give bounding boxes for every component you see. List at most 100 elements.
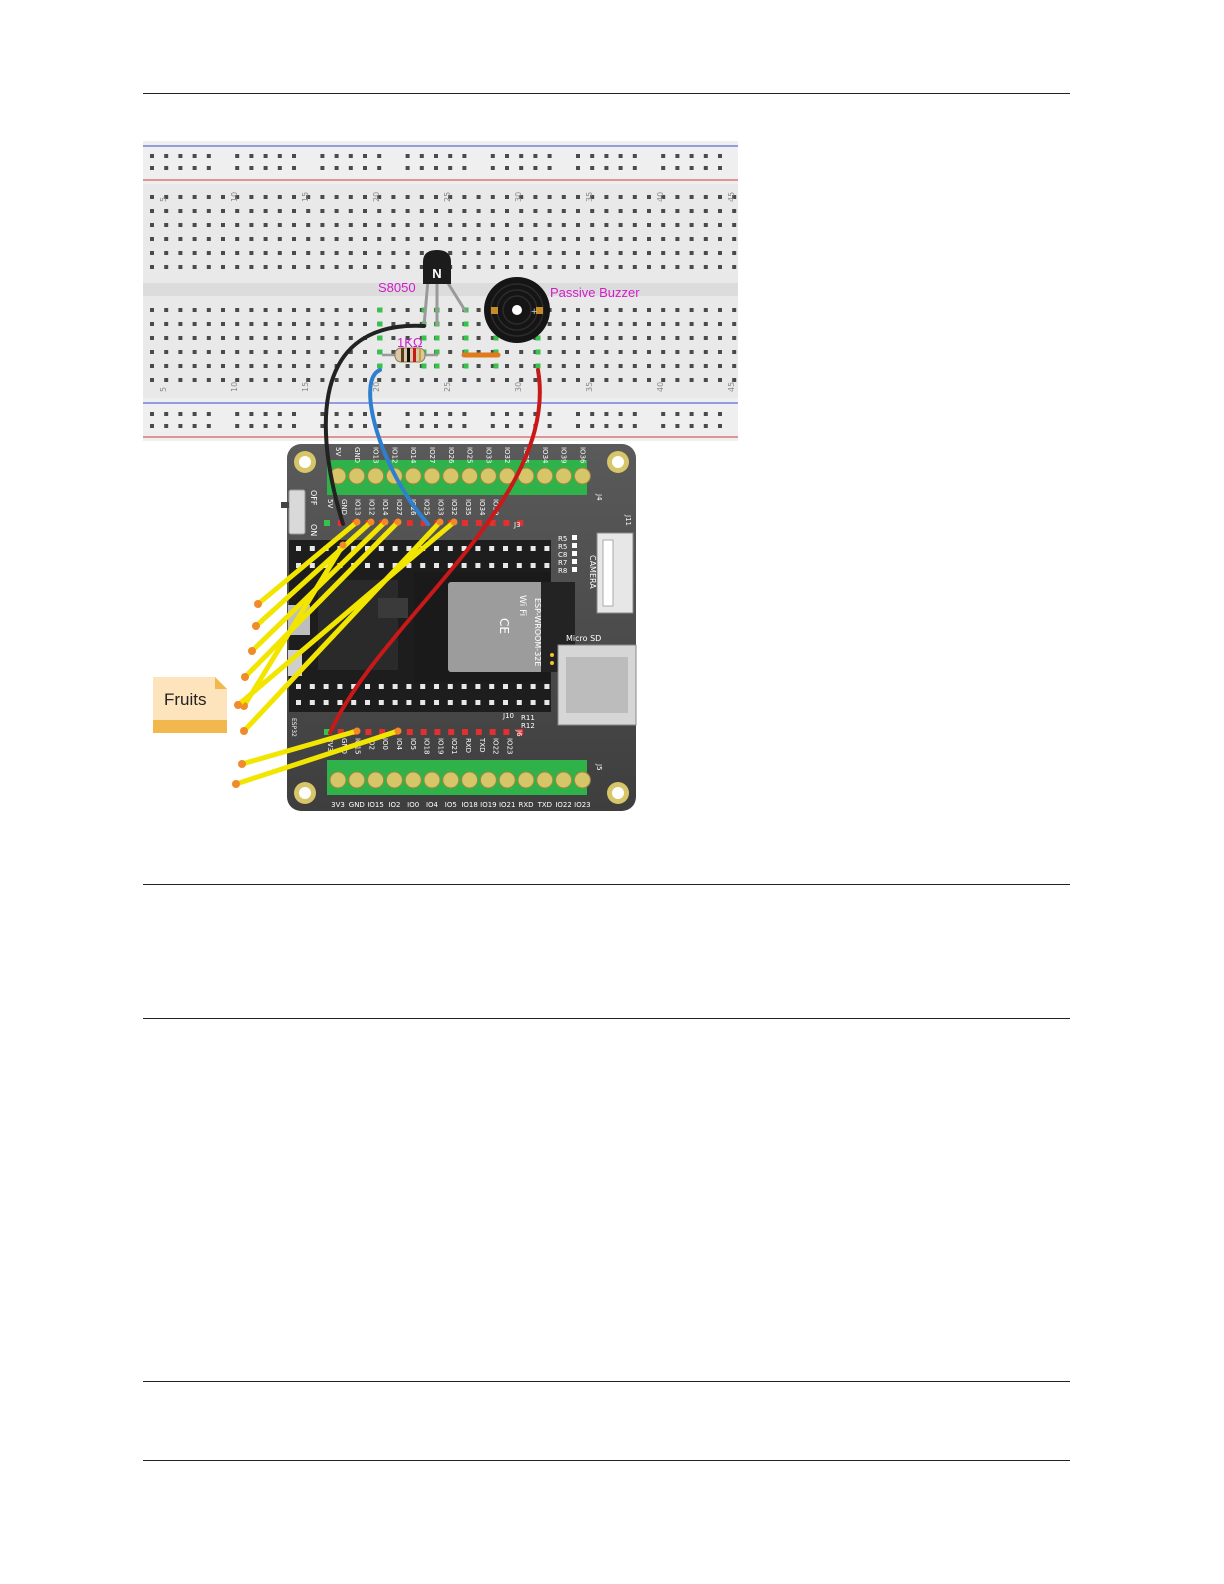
breadboard-hole[interactable] (306, 308, 311, 312)
breadboard-hole[interactable] (618, 251, 623, 255)
breadboard-hole[interactable] (703, 322, 708, 326)
breadboard-hole[interactable] (377, 195, 382, 199)
breadboard-hole[interactable] (604, 251, 609, 255)
breadboard-hole[interactable] (320, 350, 325, 354)
breadboard-hole[interactable] (263, 223, 268, 227)
breadboard-hole[interactable] (490, 350, 495, 354)
breadboard-hole[interactable] (221, 251, 225, 255)
rail-hole[interactable] (604, 424, 609, 428)
rail-hole[interactable] (377, 412, 382, 416)
breadboard-hole[interactable] (533, 364, 538, 368)
rail-hole[interactable] (434, 412, 438, 416)
breadboard-hole[interactable] (434, 237, 438, 241)
rail-hole[interactable] (235, 424, 240, 428)
breadboard-hole[interactable] (306, 364, 311, 368)
breadboard-hole[interactable] (703, 195, 708, 199)
breadboard-hole[interactable] (150, 237, 154, 241)
breadboard-hole[interactable] (405, 322, 410, 326)
breadboard-hole[interactable] (462, 265, 467, 269)
rail-hole[interactable] (519, 412, 524, 416)
rail-hole[interactable] (661, 154, 666, 158)
rail-hole[interactable] (490, 166, 495, 170)
header-pin[interactable] (365, 729, 372, 735)
rail-hole[interactable] (263, 424, 268, 428)
breadboard-hole[interactable] (249, 378, 254, 382)
breadboard-hole[interactable] (703, 336, 708, 340)
breadboard-hole[interactable] (689, 265, 694, 269)
breadboard-hole[interactable] (206, 322, 211, 326)
breadboard-hole[interactable] (235, 308, 240, 312)
breadboard-hole[interactable] (348, 336, 353, 340)
breadboard-hole[interactable] (235, 237, 240, 241)
breadboard-hole[interactable] (647, 223, 651, 227)
breadboard-hole[interactable] (277, 195, 282, 199)
breadboard-hole[interactable] (476, 364, 481, 368)
rail-hole[interactable] (263, 154, 268, 158)
breadboard-hole[interactable] (547, 223, 552, 227)
breadboard-hole[interactable] (732, 251, 737, 255)
breadboard-hole[interactable] (689, 364, 694, 368)
breadboard-hole[interactable] (348, 237, 353, 241)
breadboard-hole[interactable] (490, 209, 495, 213)
breadboard-hole[interactable] (490, 336, 495, 340)
breadboard-hole[interactable] (519, 364, 524, 368)
breadboard-hole[interactable] (647, 322, 651, 326)
breadboard-hole[interactable] (505, 265, 509, 269)
breadboard-hole[interactable] (221, 308, 225, 312)
breadboard-hole[interactable] (334, 322, 339, 326)
rail-hole[interactable] (164, 166, 169, 170)
breadboard-hole[interactable] (647, 336, 651, 340)
breadboard-hole[interactable] (732, 350, 737, 354)
breadboard-hole[interactable] (150, 350, 154, 354)
rail-hole[interactable] (277, 412, 282, 416)
breadboard-hole[interactable] (164, 364, 169, 368)
breadboard-hole[interactable] (419, 209, 424, 213)
breadboard-hole[interactable] (590, 251, 595, 255)
breadboard-hole[interactable] (618, 223, 623, 227)
breadboard-hole[interactable] (576, 378, 580, 382)
breadboard-hole[interactable] (363, 251, 367, 255)
rail-hole[interactable] (618, 424, 623, 428)
breadboard-hole[interactable] (235, 364, 240, 368)
rail-hole[interactable] (277, 424, 282, 428)
rail-hole[interactable] (632, 166, 637, 170)
header-pin[interactable] (324, 520, 330, 526)
breadboard-hole[interactable] (533, 251, 538, 255)
breadboard-hole[interactable] (732, 209, 737, 213)
breadboard-hole[interactable] (178, 265, 183, 269)
breadboard-hole[interactable] (263, 195, 268, 199)
rail-hole[interactable] (703, 412, 708, 416)
active-hole[interactable] (535, 335, 541, 341)
breadboard-hole[interactable] (661, 237, 666, 241)
header-pin[interactable] (420, 729, 427, 735)
breadboard-hole[interactable] (363, 308, 367, 312)
breadboard-hole[interactable] (164, 237, 169, 241)
breadboard-hole[interactable] (703, 237, 708, 241)
breadboard-hole[interactable] (689, 322, 694, 326)
active-hole[interactable] (434, 363, 440, 369)
rail-hole[interactable] (533, 154, 538, 158)
breadboard-hole[interactable] (732, 322, 737, 326)
breadboard-hole[interactable] (178, 378, 183, 382)
breadboard-hole[interactable] (405, 209, 410, 213)
breadboard-hole[interactable] (732, 336, 737, 340)
rail-hole[interactable] (703, 166, 708, 170)
rail-hole[interactable] (718, 412, 722, 416)
rail-hole[interactable] (164, 154, 169, 158)
breadboard-hole[interactable] (419, 195, 424, 199)
breadboard-hole[interactable] (703, 308, 708, 312)
rail-hole[interactable] (334, 166, 339, 170)
rail-hole[interactable] (277, 166, 282, 170)
header-pin[interactable] (462, 729, 468, 735)
breadboard-hole[interactable] (206, 350, 211, 354)
rail-hole[interactable] (263, 166, 268, 170)
breadboard-hole[interactable] (661, 322, 666, 326)
rail-hole[interactable] (448, 424, 453, 428)
rail-hole[interactable] (150, 424, 154, 428)
breadboard-hole[interactable] (235, 336, 240, 340)
breadboard-hole[interactable] (419, 251, 424, 255)
breadboard-hole[interactable] (661, 209, 666, 213)
breadboard-hole[interactable] (689, 378, 694, 382)
breadboard-hole[interactable] (547, 378, 552, 382)
rail-hole[interactable] (618, 154, 623, 158)
